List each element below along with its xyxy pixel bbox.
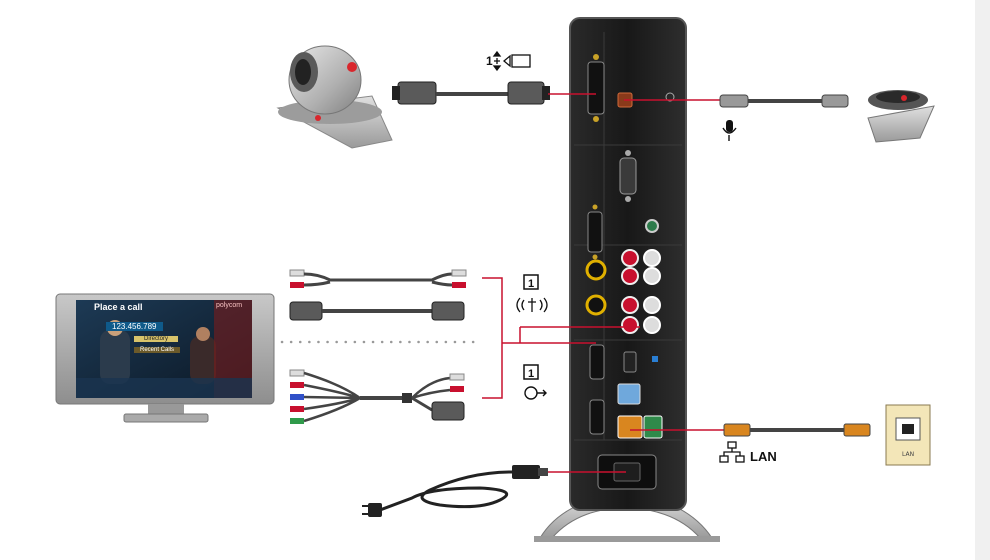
wall-jack-icon bbox=[885, 404, 931, 466]
television-icon bbox=[55, 293, 275, 423]
rca-white-2 bbox=[643, 267, 661, 285]
audio-cable-1 bbox=[289, 269, 467, 288]
tv-menu-item-recent: Recent Calls bbox=[134, 347, 181, 353]
usb-port bbox=[623, 351, 637, 373]
lan-port-main bbox=[617, 415, 643, 439]
lan-cable bbox=[723, 423, 871, 437]
camera-icon bbox=[276, 45, 393, 149]
rca-white-3 bbox=[643, 296, 661, 314]
rca-white-1 bbox=[643, 249, 661, 267]
camera-control-icon bbox=[492, 50, 531, 72]
rca-red-3 bbox=[621, 296, 639, 314]
mic-cable bbox=[719, 94, 849, 108]
power-plug-icon bbox=[362, 465, 548, 517]
audio-jack-green bbox=[645, 219, 659, 233]
tv-menu-item-directory: Directory bbox=[134, 336, 179, 342]
svideo-yellow-2 bbox=[585, 294, 607, 316]
serial-port bbox=[619, 157, 637, 195]
dvi-cable-1 bbox=[289, 301, 465, 321]
lan-port-blue bbox=[617, 383, 641, 405]
camera-cable bbox=[392, 81, 550, 105]
lan-label: LAN bbox=[750, 449, 777, 464]
svideo-yellow-1 bbox=[585, 259, 607, 281]
camera-port-number: 1 bbox=[486, 54, 493, 68]
rca-white-4 bbox=[643, 316, 661, 334]
lan-port-secondary bbox=[643, 415, 663, 439]
microphone-symbol-icon bbox=[722, 120, 737, 141]
rca-red-1 bbox=[621, 249, 639, 267]
av-bracket bbox=[482, 277, 520, 399]
av-connector-line bbox=[519, 326, 640, 344]
tv-screen-brand: polycom bbox=[216, 302, 243, 309]
tv-input-1-box bbox=[523, 274, 539, 290]
monitor-port-1 bbox=[587, 211, 603, 253]
tv-screen-number: 123.456.789 bbox=[106, 322, 163, 331]
right-edge-strip bbox=[975, 0, 990, 560]
video-out-icon bbox=[524, 386, 547, 400]
rca-red-4 bbox=[621, 316, 639, 334]
component-cable bbox=[289, 369, 465, 424]
codec-stand-base bbox=[534, 536, 720, 542]
microphone-pod-icon bbox=[867, 90, 935, 143]
indicator-blue bbox=[652, 356, 658, 362]
tv-input-1-number: 1 bbox=[528, 278, 534, 290]
audio-out-icon bbox=[516, 297, 548, 313]
tv-input-2-number: 1 bbox=[528, 368, 534, 380]
lan-network-icon bbox=[719, 441, 745, 463]
monitor-port-3 bbox=[589, 399, 605, 435]
tv-screen-title: Place a call bbox=[94, 302, 143, 312]
camera-port bbox=[587, 61, 605, 115]
monitor-port-2 bbox=[589, 344, 605, 380]
rca-red-2 bbox=[621, 267, 639, 285]
wall-jack-label: LAN bbox=[902, 451, 914, 458]
tv-input-2-box bbox=[523, 364, 539, 380]
codec-unit bbox=[534, 17, 720, 542]
